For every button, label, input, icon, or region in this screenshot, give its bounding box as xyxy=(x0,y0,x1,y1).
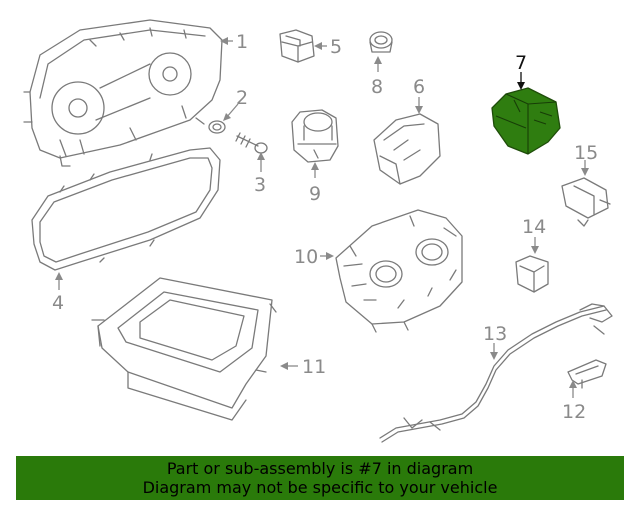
callout-5: 5 xyxy=(314,36,342,58)
part-rotary-knob xyxy=(291,109,339,163)
callout-4: 4 xyxy=(52,272,64,314)
part-connector-14 xyxy=(515,255,549,293)
callout-label-2: 2 xyxy=(236,87,248,109)
callout-label-1: 1 xyxy=(236,31,248,53)
callout-label-5: 5 xyxy=(330,36,342,58)
part-push-button xyxy=(369,31,393,53)
callout-label-14: 14 xyxy=(522,216,546,238)
callout-label-7: 7 xyxy=(515,52,527,74)
parts-diagram: 1 2 3 4 5 xyxy=(23,19,613,443)
callout-12: 12 xyxy=(562,380,586,423)
banner-line-1: Part or sub-assembly is #7 in diagram xyxy=(166,459,474,478)
part-sensor-15 xyxy=(561,177,611,227)
part-instrument-cluster-housing xyxy=(23,19,223,167)
callout-label-11: 11 xyxy=(302,356,326,378)
part-grommet xyxy=(208,120,226,134)
callout-1: 1 xyxy=(220,31,248,53)
part-cable-13 xyxy=(379,303,613,443)
callout-7: 7 xyxy=(515,52,527,90)
callout-label-12: 12 xyxy=(562,401,586,423)
part-7-highlighted xyxy=(491,87,561,155)
callout-label-4: 4 xyxy=(52,292,64,314)
callout-14: 14 xyxy=(522,216,546,254)
callout-label-9: 9 xyxy=(309,183,321,205)
callout-11: 11 xyxy=(280,356,326,378)
callout-9: 9 xyxy=(309,162,321,205)
part-switch-5 xyxy=(279,29,315,63)
callout-8: 8 xyxy=(371,56,383,98)
callout-10: 10 xyxy=(294,246,334,268)
part-clip-12 xyxy=(567,359,607,389)
callout-label-8: 8 xyxy=(371,76,383,98)
callout-label-10: 10 xyxy=(294,246,318,268)
callout-label-6: 6 xyxy=(413,76,425,98)
part-display-frame xyxy=(91,277,277,421)
callout-label-15: 15 xyxy=(574,142,598,164)
callout-2: 2 xyxy=(223,87,248,121)
callout-3: 3 xyxy=(254,152,266,196)
info-banner: Part or sub-assembly is #7 in diagram Di… xyxy=(16,456,624,500)
callout-15: 15 xyxy=(574,142,598,176)
banner-line-2: Diagram may not be specific to your vehi… xyxy=(142,478,498,497)
callout-label-13: 13 xyxy=(483,323,507,345)
callout-label-3: 3 xyxy=(254,174,266,196)
part-switch-module-6 xyxy=(373,113,441,185)
callout-6: 6 xyxy=(413,76,425,114)
part-screw xyxy=(235,132,268,154)
part-climate-panel xyxy=(335,209,463,333)
part-cluster-lens xyxy=(31,147,221,271)
callout-13: 13 xyxy=(483,323,507,360)
